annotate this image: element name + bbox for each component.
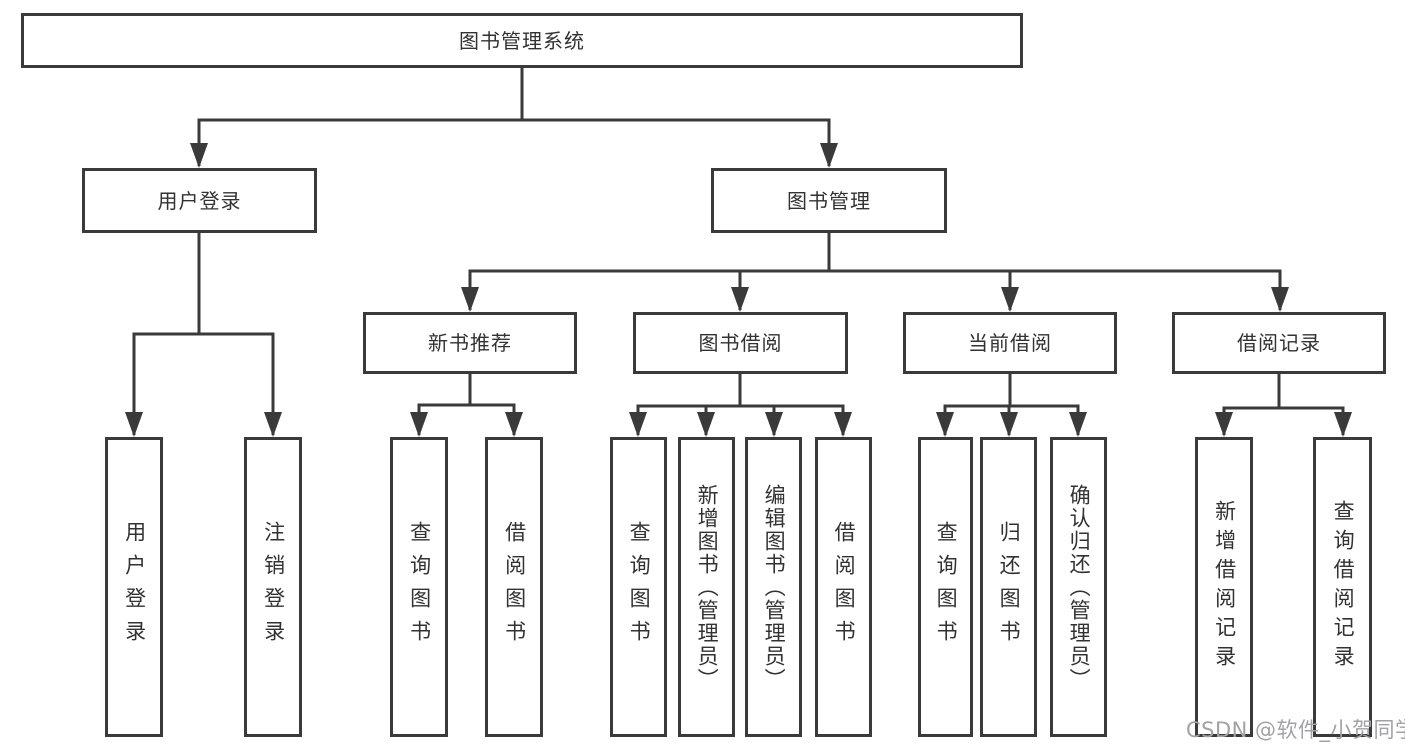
- leaf-borrow-books: 借阅图书: [815, 437, 872, 737]
- node-book-borrow: 图书借阅: [633, 312, 848, 374]
- node-borrow-records: 借阅记录: [1172, 312, 1386, 374]
- leaf-query-books-current: 查询图书: [918, 437, 973, 737]
- leaf-label: 确认归还（管理员）: [1067, 483, 1092, 691]
- node-library-management-system: 图书管理系统: [21, 13, 1023, 68]
- leaf-label: 借阅图书: [502, 521, 527, 653]
- leaf-borrow-books-recommend: 借阅图书: [485, 437, 543, 737]
- leaf-label: 新增图书（管理员）: [695, 483, 720, 691]
- leaf-label: 用户登录: [122, 521, 147, 653]
- leaf-label: 编辑图书（管理员）: [762, 483, 787, 691]
- leaf-label: 新增借阅记录: [1212, 500, 1237, 674]
- leaf-user-login: 用户登录: [105, 437, 163, 737]
- arrowheads: [125, 143, 1352, 437]
- node-new-book-recommend: 新书推荐: [363, 312, 577, 374]
- leaf-label: 借阅图书: [832, 521, 857, 653]
- leaf-label: 查询图书: [934, 521, 959, 653]
- leaf-label: 注销登录: [261, 521, 286, 653]
- node-book-management: 图书管理: [711, 168, 947, 233]
- node-user-login-branch: 用户登录: [82, 168, 317, 233]
- leaf-return-books: 归还图书: [980, 437, 1037, 737]
- leaf-logout: 注销登录: [244, 437, 302, 737]
- csdn-watermark: CSDN @软件_小贺同学: [1186, 718, 1405, 742]
- leaf-add-book-admin: 新增图书（管理员）: [678, 437, 735, 737]
- leaf-edit-book-admin: 编辑图书（管理员）: [745, 437, 802, 737]
- leaf-query-books-recommend: 查询图书: [390, 437, 448, 737]
- leaf-query-books-borrow: 查询图书: [610, 437, 667, 737]
- leaf-label: 查询图书: [407, 521, 432, 653]
- leaf-label: 归还图书: [997, 521, 1022, 653]
- leaf-query-borrow-record: 查询借阅记录: [1313, 437, 1372, 737]
- leaf-label: 查询借阅记录: [1331, 500, 1356, 674]
- leaf-add-borrow-record: 新增借阅记录: [1195, 437, 1253, 737]
- node-current-borrow: 当前借阅: [903, 312, 1117, 374]
- leaf-label: 查询图书: [627, 521, 652, 653]
- leaf-confirm-return-admin: 确认归还（管理员）: [1050, 437, 1107, 737]
